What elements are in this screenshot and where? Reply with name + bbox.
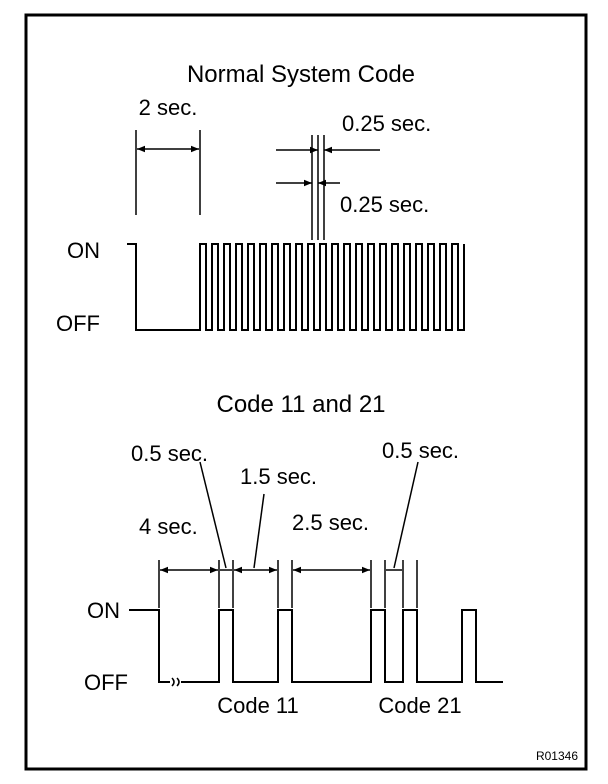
dim-4sec-label: 4 sec.: [139, 514, 198, 539]
normal-code-title: Normal System Code: [187, 61, 415, 88]
code-21-label: Code 21: [378, 693, 461, 718]
bottom-on-label: ON: [87, 598, 120, 623]
dim-025a-label: 0.25 sec.: [342, 111, 431, 136]
normal-code-wave-path: [127, 243, 465, 331]
top-off-label: OFF: [56, 311, 100, 336]
dim-05a-label: 0.5 sec.: [131, 441, 208, 466]
code-waveform-start: [129, 609, 170, 683]
dim-05b-label: 0.5 sec.: [382, 438, 459, 463]
dim-15sec-label: 1.5 sec.: [240, 464, 317, 489]
dim-025b-label: 0.25 sec.: [340, 192, 429, 217]
dim-25sec-label: 2.5 sec.: [292, 510, 369, 535]
dim-2sec-label: 2 sec.: [139, 95, 198, 120]
time-break-mark: [171, 677, 180, 687]
normal-code-waveform: [127, 243, 465, 331]
bottom-off-label: OFF: [84, 670, 128, 695]
code-11-21-title: Code 11 and 21: [216, 391, 385, 418]
figure-frame: [24, 13, 588, 771]
dim-05b-leader: [393, 461, 419, 569]
figure-id: R01346: [536, 749, 578, 763]
dim-15sec-leader: [253, 493, 265, 569]
code-11-21-waveform: [181, 609, 503, 683]
top-on-label: ON: [67, 238, 100, 263]
dim-05a-leader: [199, 461, 227, 569]
code-11-label: Code 11: [217, 693, 299, 718]
